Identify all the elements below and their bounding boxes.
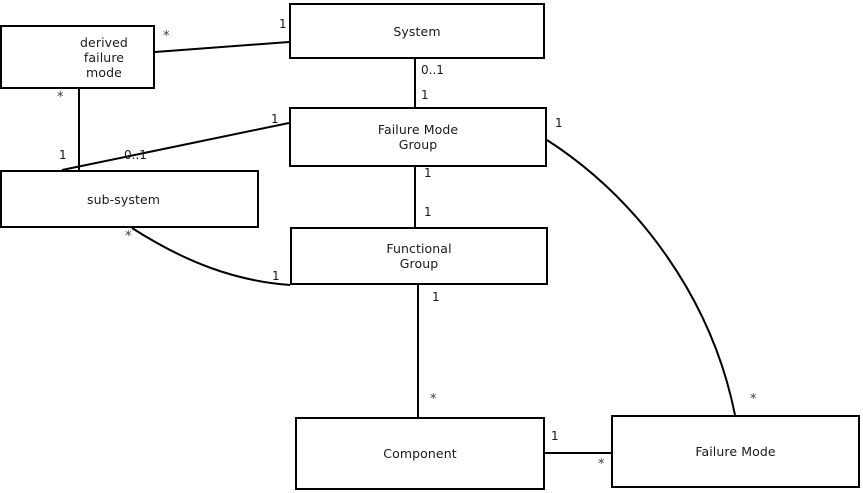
multiplicity-label-component-top: * (430, 392, 437, 407)
class-box-system[interactable]: System (289, 3, 545, 59)
multiplicity-label-failuremode-left: * (598, 457, 605, 472)
multiplicity-label-dfm-bottom: * (57, 90, 64, 105)
multiplicity-label-system-bottom: 0..1 (421, 63, 444, 77)
class-box-derived-failure-mode[interactable]: derived failure mode (0, 25, 155, 89)
association-fmg-subsystem (61, 122, 290, 171)
multiplicity-label-fmg-top: 1 (421, 88, 429, 102)
multiplicity-label-subsystem-top: 1 (59, 148, 67, 162)
class-name-sub-system: sub-system (87, 191, 161, 207)
class-name-failure-mode: Failure Mode (695, 444, 776, 459)
association-fmg-failuremode (546, 139, 736, 416)
association-subsystem-funcgroup (131, 227, 291, 286)
class-name-derived-failure-mode: derived failure mode (80, 34, 128, 80)
multiplicity-label-subsystem-bottom: * (125, 229, 132, 244)
class-name-failure-mode-group: Failure Mode Group (377, 122, 459, 152)
class-name-system: System (393, 23, 441, 39)
multiplicity-label-failuremode-top: * (750, 392, 757, 407)
multiplicity-label-funcgroup-bottom: 1 (432, 290, 440, 304)
class-box-failure-mode-group[interactable]: Failure Mode Group (289, 107, 547, 167)
multiplicity-label-subsystem-right: 0..1 (124, 148, 147, 162)
class-box-component[interactable]: Component (295, 417, 545, 490)
multiplicity-label-fmg-left: 1 (271, 112, 279, 126)
class-name-component: Component (383, 446, 457, 461)
class-box-functional-group[interactable]: Functional Group (290, 227, 548, 285)
multiplicity-label-system-left: 1 (279, 17, 287, 31)
class-box-sub-system[interactable]: sub-system (0, 170, 259, 228)
multiplicity-label-component-right: 1 (551, 429, 559, 443)
multiplicity-label-funcgroup-left: 1 (272, 269, 280, 283)
multiplicity-label-fmg-right: 1 (555, 116, 563, 130)
class-name-functional-group: Functional Group (386, 241, 452, 271)
class-box-failure-mode[interactable]: Failure Mode (611, 415, 860, 488)
multiplicity-label-fmg-bottom: 1 (424, 166, 432, 180)
association-dfm-system (154, 41, 290, 53)
multiplicity-label-funcgroup-top: 1 (424, 205, 432, 219)
multiplicity-label-dfm-right: * (163, 29, 170, 44)
